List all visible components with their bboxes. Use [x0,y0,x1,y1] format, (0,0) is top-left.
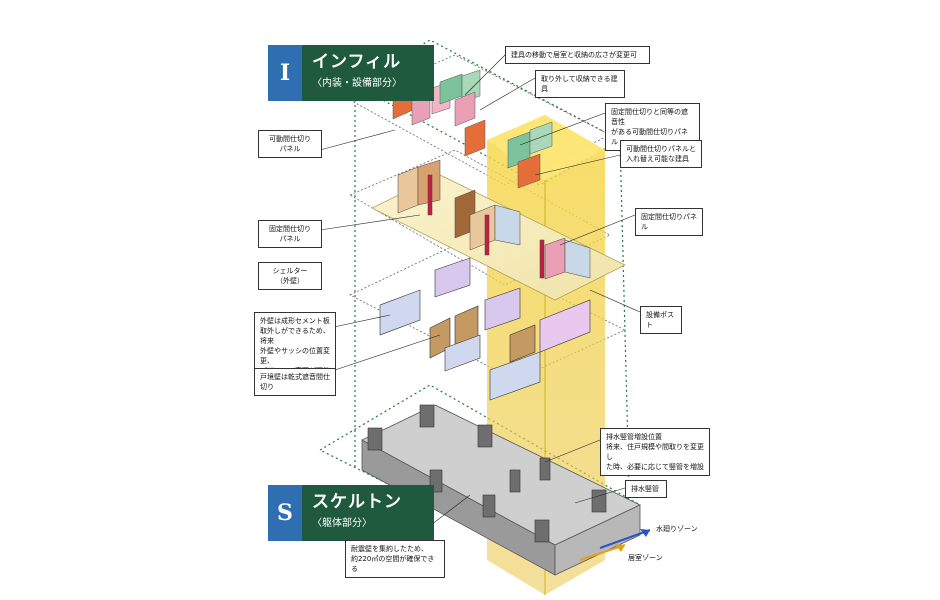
infill-title: インフィル [312,52,402,72]
zone-arrows [579,529,651,561]
label-fittings-move: 建具の移動で居室と収納の広さが変更可 [505,46,650,64]
label-fixed-partition: 固定間仕切り パネル [258,220,322,248]
skeleton-letter: S [268,485,302,541]
label-swappable-fitting: 可動間仕切りパネルと 入れ替え可能な建具 [620,140,702,168]
skeleton-structure [361,404,641,576]
label-shelter: シェルター （外壁） [258,262,322,290]
label-room-zone: 居室ゾーン [628,554,663,562]
infill-rooms [397,159,591,280]
skeleton-subtitle: 〈躯体部分〉 [312,518,372,529]
skeleton-title-body: スケルトン 〈躯体部分〉 [302,485,434,541]
label-drain-pipe: 排水竪管 [625,480,667,498]
label-unit-boundary: 戸境壁は乾式遮音間仕切り [254,368,336,396]
skeleton-title-box: S スケルトン 〈躯体部分〉 [268,485,434,541]
top-fittings [392,69,553,189]
label-drain-pipe-expansion: 排水竪管増設位置 将来、住戸規模や間取りを変更し た時、必要に応じて竪管を増設 [600,428,710,476]
label-removable-storage: 取り外して収納できる建具 [535,70,625,98]
label-bearing-wall: 耐震壁を集約したため、 約220㎡の空間が確保できる [345,540,445,578]
skeleton-title: スケルトン [312,492,402,512]
label-fixed-panel: 固定間仕切りパネル [635,208,703,236]
infill-letter: I [268,45,302,101]
label-movable-partition: 可動間仕切り パネル [258,130,322,158]
label-equipment-post: 設備ポスト [640,306,682,334]
infill-title-body: インフィル 〈内装・設備部分〉 [302,45,434,101]
shelter-windows [379,257,591,401]
infill-subtitle: 〈内装・設備部分〉 [312,78,402,89]
infill-title-box: I インフィル 〈内装・設備部分〉 [268,45,434,101]
label-water-zone: 水廻りゾーン [656,525,698,533]
